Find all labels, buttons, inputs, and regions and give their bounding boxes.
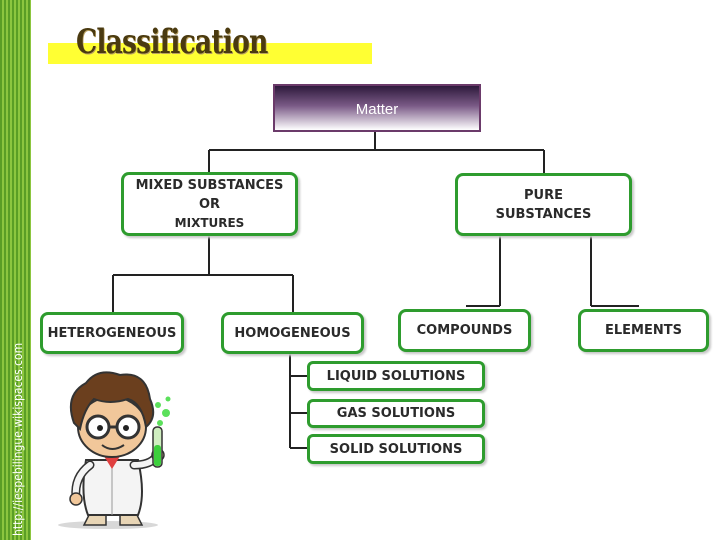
- title-highlight: [48, 43, 372, 64]
- gas-solutions-node: GAS SOLUTIONS: [307, 399, 485, 428]
- mixtures-line2: OR: [198, 196, 221, 212]
- homogeneous-node: HOMOGENEOUS: [221, 312, 364, 354]
- compounds-node: COMPOUNDS: [398, 309, 531, 352]
- elements-node: ELEMENTS: [578, 309, 709, 352]
- scientist-cartoon-icon: [58, 371, 171, 529]
- heterogeneous-node: HETEROGENEOUS: [40, 312, 184, 354]
- sidebar-stripe: [0, 0, 31, 540]
- mixtures-line3: MIXTURES: [174, 215, 245, 230]
- pure-line2: SUBSTANCES: [495, 206, 592, 222]
- liquid-solutions-node: LIQUID SOLUTIONS: [307, 361, 485, 391]
- pure-substances-node: PURE SUBSTANCES: [455, 173, 632, 236]
- mixtures-node: MIXED SUBSTANCES OR MIXTURES: [121, 172, 298, 236]
- solid-solutions-node: SOLID SOLUTIONS: [307, 434, 485, 464]
- matter-node: Matter: [273, 84, 481, 132]
- pure-line1: PURE: [524, 187, 563, 203]
- page-title: Classification: [76, 22, 268, 62]
- mixtures-line1: MIXED SUBSTANCES: [135, 177, 284, 193]
